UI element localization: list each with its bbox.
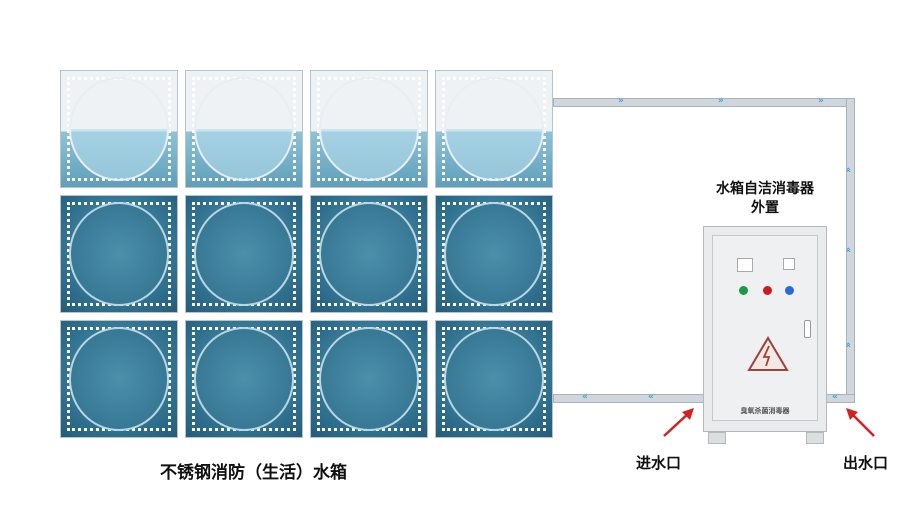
pipe-bottom-outlet bbox=[825, 394, 855, 403]
green-light-icon bbox=[739, 286, 748, 295]
panel-circle bbox=[444, 327, 544, 431]
door-handle[interactable] bbox=[804, 320, 811, 338]
disinfector-cabinet: 臭氧杀菌消毒器 bbox=[703, 226, 827, 432]
panel-circle bbox=[444, 202, 544, 306]
tank-panel bbox=[185, 195, 303, 313]
flow-arrow-icon: « bbox=[648, 392, 654, 402]
outlet-arrow-icon bbox=[846, 408, 875, 437]
panel-circle bbox=[319, 327, 419, 431]
flow-arrow-icon: » bbox=[843, 342, 854, 348]
panel-circle bbox=[319, 202, 419, 306]
tank-panel bbox=[435, 70, 553, 188]
tank-panel bbox=[310, 70, 428, 188]
flow-arrow-icon: » bbox=[843, 167, 854, 173]
tank-caption: 不锈钢消防（生活）水箱 bbox=[160, 463, 347, 483]
red-light-icon bbox=[763, 286, 772, 295]
panel-circle bbox=[69, 77, 169, 181]
pipe-top bbox=[553, 98, 855, 107]
tank-panel bbox=[435, 320, 553, 438]
panel-circle bbox=[194, 77, 294, 181]
tank-panel bbox=[60, 320, 178, 438]
panel-circle bbox=[69, 327, 169, 431]
tank-panel bbox=[60, 195, 178, 313]
inlet-arrow-icon bbox=[663, 408, 694, 437]
tank-panel bbox=[310, 320, 428, 438]
meter-icon bbox=[737, 258, 753, 272]
outlet-label: 出水口 bbox=[843, 454, 889, 472]
tank-panel bbox=[185, 320, 303, 438]
tank-panel bbox=[60, 70, 178, 188]
blue-light-icon bbox=[785, 286, 794, 295]
cabinet-leg bbox=[806, 432, 824, 444]
panel-circle bbox=[69, 202, 169, 306]
panel-circle bbox=[319, 77, 419, 181]
panel-circle bbox=[194, 202, 294, 306]
flow-arrow-icon: » bbox=[718, 96, 724, 106]
high-voltage-warning-icon bbox=[747, 336, 789, 371]
flow-arrow-icon: » bbox=[818, 96, 824, 106]
cabinet-leg bbox=[708, 432, 726, 444]
cabinet-name: 臭氧杀菌消毒器 bbox=[740, 407, 790, 415]
flow-arrow-icon: » bbox=[843, 247, 854, 253]
tank-panel bbox=[435, 195, 553, 313]
cabinet-door: 臭氧杀菌消毒器 bbox=[712, 235, 818, 421]
flow-arrow-icon: « bbox=[582, 392, 588, 402]
inlet-label: 进水口 bbox=[636, 454, 682, 472]
flow-arrow-icon: « bbox=[832, 392, 838, 402]
flow-arrow-icon: » bbox=[618, 96, 624, 106]
tank-panel bbox=[310, 195, 428, 313]
pipe-bottom-inlet bbox=[553, 394, 705, 403]
panel-circle bbox=[444, 77, 544, 181]
tank-panel bbox=[185, 70, 303, 188]
device-title: 水箱自洁消毒器 外置 bbox=[716, 181, 814, 216]
panel-circle bbox=[194, 327, 294, 431]
switch-icon bbox=[783, 258, 795, 270]
